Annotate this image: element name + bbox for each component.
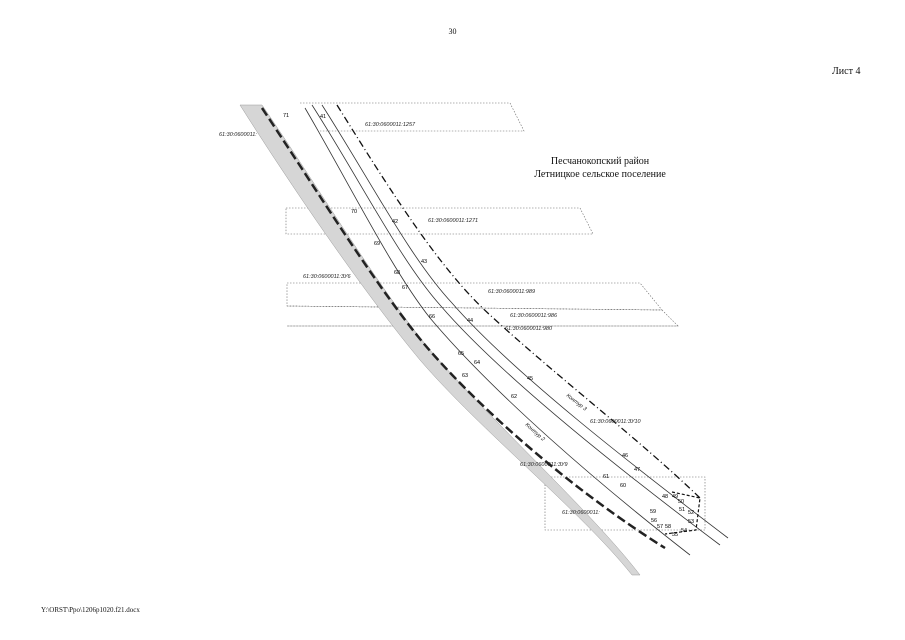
- point-55: 55: [672, 532, 678, 538]
- point-60: 60: [620, 483, 626, 489]
- point-50: 50: [678, 499, 684, 505]
- parcel-label-1271: 61:30:0600011:1271: [428, 218, 478, 224]
- contour-3-label: Контур 3: [565, 393, 588, 413]
- point-63: 63: [462, 373, 468, 379]
- footer-file-path: Y:\ORST\Ppo\1206p1020.f21.docx: [41, 606, 140, 614]
- parcel-label-zu9: 61:30:0600011:ЗУ9: [520, 462, 568, 468]
- point-61: 61: [603, 474, 609, 480]
- point-53: 53: [688, 519, 694, 525]
- point-68: 68: [394, 270, 400, 276]
- region-district: Песчанокопский район: [550, 156, 650, 167]
- parcel-corner-outline: [664, 491, 701, 535]
- boundary-contour-2: [260, 107, 666, 550]
- road-line-3: [304, 107, 691, 556]
- parcel-outline-986: [286, 305, 679, 327]
- point-47: 47: [634, 467, 640, 473]
- point-69: 69: [374, 241, 380, 247]
- point-65: 65: [458, 351, 464, 357]
- parcel-label-989: 61:30:0600011:989: [488, 289, 535, 295]
- region-settlement: Летницкое сельское поселение: [534, 169, 666, 180]
- parcel-outline-1257: [300, 102, 525, 132]
- point-labels: 41 42 43 44 45 46 47 48 49 50 51 52 53 5…: [283, 113, 694, 538]
- point-59: 59: [650, 509, 656, 515]
- point-46: 46: [622, 453, 628, 459]
- point-56: 56: [651, 518, 657, 524]
- parcel-label-zu10: 61:30:0600011:ЗУ10: [590, 419, 642, 425]
- parcel-label-zu6: 61:30:0600011:ЗУ6: [303, 274, 351, 280]
- point-44: 44: [467, 318, 473, 324]
- page-number: 30: [448, 27, 457, 36]
- parcel-label-1257: 61:30:0600011:1257: [365, 122, 416, 128]
- road-line-2: [321, 104, 729, 539]
- point-49: 49: [672, 494, 678, 500]
- parcel-label-upper-left: 61:30:0600011:: [219, 132, 257, 138]
- region-caption: Песчанокопский район Летницкое сельское …: [520, 155, 680, 181]
- parcel-outlines: [285, 102, 706, 531]
- parcel-outline-1271: [285, 207, 594, 235]
- point-64: 64: [474, 360, 480, 366]
- point-51: 51: [679, 507, 685, 513]
- point-70: 70: [351, 209, 357, 215]
- point-62: 62: [511, 394, 517, 400]
- point-48: 48: [662, 494, 668, 500]
- parcel-label-lower: 61:30:0600011:: [562, 510, 600, 516]
- point-42: 42: [392, 219, 398, 225]
- point-67: 67: [402, 285, 408, 291]
- road-shoulder-band: [239, 104, 641, 576]
- parcel-outline-zu9: [544, 476, 706, 531]
- point-57: 57: [657, 524, 663, 530]
- sheet-label: Лист 4: [832, 66, 861, 77]
- road-line-1: [311, 104, 721, 546]
- point-45: 45: [527, 376, 533, 382]
- point-41: 41: [320, 114, 326, 120]
- point-58: 58: [665, 524, 671, 530]
- point-66: 66: [429, 314, 435, 320]
- point-43: 43: [421, 259, 427, 265]
- boundary-contour-3: [336, 104, 701, 499]
- point-54: 54: [681, 528, 687, 534]
- point-71: 71: [283, 113, 289, 119]
- parcel-label-980: 61:30:0600011:980: [505, 326, 553, 332]
- point-52: 52: [688, 510, 694, 516]
- parcel-label-986: 61:30:0600011:986: [510, 313, 558, 319]
- parcel-outline-989: [286, 282, 663, 311]
